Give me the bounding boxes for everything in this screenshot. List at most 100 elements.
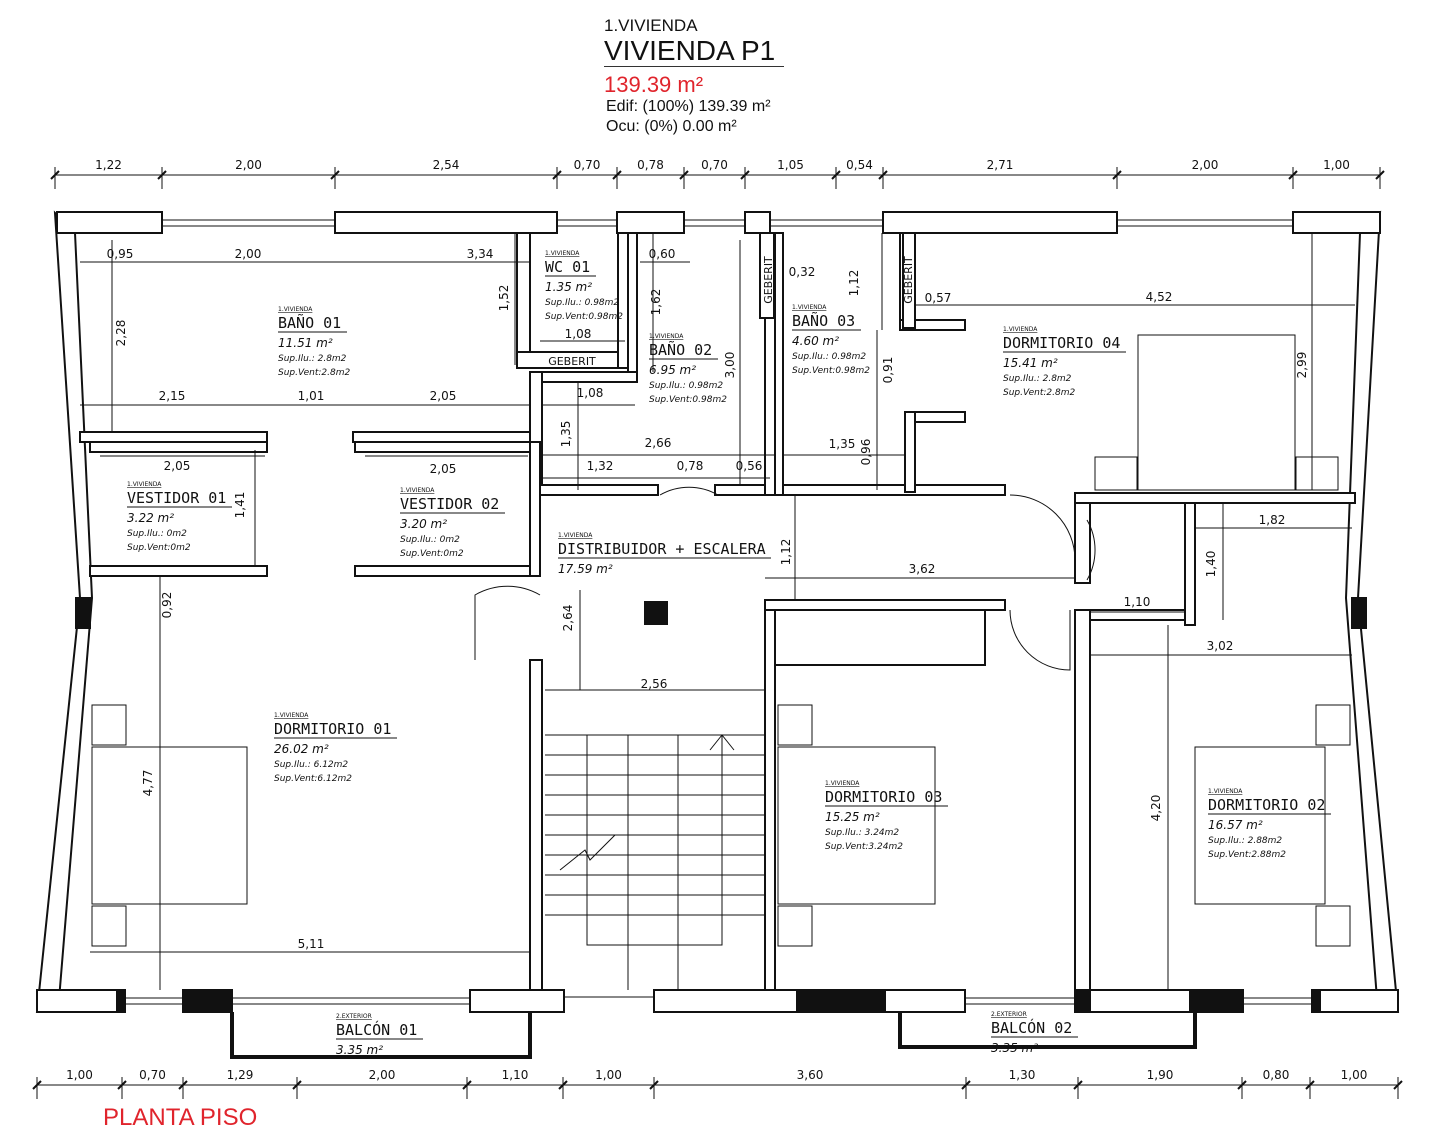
column: [1074, 989, 1091, 1013]
dimension-label: 2,64: [561, 605, 575, 632]
dimension-label: 0,78: [637, 158, 664, 172]
dimension-tick: [178, 1080, 188, 1090]
wall: [782, 484, 1006, 496]
balcony-railing: [230, 1012, 532, 1059]
dimension-label: 1,82: [1259, 513, 1286, 527]
dimension-tick: [32, 1080, 42, 1090]
column: [1189, 989, 1244, 1013]
dimension-label: 0,70: [139, 1068, 166, 1082]
room-sup-ilu: Sup.Ilu.: 0.98m2: [792, 352, 866, 362]
dimension-label: 1,35: [559, 421, 573, 448]
room-name: DORMITORIO 03: [825, 788, 942, 806]
door-swing: [474, 585, 541, 660]
dimension-label: 1,35: [829, 437, 856, 451]
room-name: DISTRIBUIDOR + ESCALERA: [558, 540, 766, 558]
room-name: BAÑO 02: [649, 340, 712, 359]
dimension-tick: [878, 170, 888, 180]
furniture: [91, 334, 1351, 990]
dimension-label: 2,15: [159, 389, 186, 403]
wall: [653, 989, 798, 1013]
dimension-label: 2,56: [641, 677, 668, 691]
wall: [354, 441, 531, 453]
wall: [89, 441, 268, 453]
wall: [764, 599, 776, 991]
wall: [89, 565, 268, 577]
room-area: 3.20 m²: [400, 517, 447, 531]
dimension-label: 5,11: [298, 937, 325, 951]
room-sup-vent: Sup.Vent:2.88m2: [1208, 850, 1286, 860]
furniture-bed: [1295, 456, 1339, 491]
room-name: BALCÓN 01: [336, 1020, 417, 1039]
dimension-label: 4,20: [1149, 795, 1163, 822]
room-name: BALCÓN 02: [991, 1018, 1072, 1037]
furniture-bed: [1315, 905, 1351, 947]
dimension-label: 2,54: [433, 158, 460, 172]
dimension-label: 0,57: [925, 291, 952, 305]
room-sup-ilu: Sup.Ilu.: 0m2: [400, 535, 460, 545]
wall: [539, 484, 659, 496]
room-category: 1.VIVIENDA: [558, 532, 593, 539]
room-area: 17.59 m²: [558, 562, 613, 576]
stair-arrow: [709, 734, 735, 751]
unit-ocu: Ocu: (0%) 0.00 m²: [606, 118, 737, 135]
room-sup-ilu: Sup.Ilu.: 0m2: [127, 529, 187, 539]
room-sup-vent: Sup.Vent:0.98m2: [649, 395, 727, 405]
dimension-label: 1,62: [649, 289, 663, 316]
wall: [774, 609, 986, 666]
room-sup-vent: Sup.Vent:2.8m2: [278, 368, 351, 378]
wall: [616, 211, 685, 234]
dimension-label: 1,01: [298, 389, 325, 403]
dimension-label: 0,60: [649, 247, 676, 261]
room-sup-ilu: Sup.Ilu.: 2.88m2: [1208, 836, 1282, 846]
furniture-bed: [777, 704, 813, 746]
dimension-tick: [117, 1080, 127, 1090]
wall: [884, 989, 966, 1013]
dimension-tick: [330, 170, 340, 180]
dimension-tick: [1375, 170, 1385, 180]
dimension-label: 2,66: [645, 436, 672, 450]
wall: [56, 211, 163, 234]
wall: [774, 232, 784, 496]
dimension-label: 3,34: [467, 247, 494, 261]
wall: [764, 599, 1006, 611]
dimension-label: 2,00: [235, 158, 262, 172]
dimension-label: 0,56: [736, 459, 763, 473]
dimension-tick: [552, 170, 562, 180]
wall: [1319, 989, 1399, 1013]
wall: [744, 211, 771, 234]
walls: [35, 210, 1400, 1059]
balcony-railing: [898, 1012, 1197, 1049]
dimension-label: 1,30: [1009, 1068, 1036, 1082]
dimension-label: 0,80: [1263, 1068, 1290, 1082]
unit-category: 1.VIVIENDA: [604, 16, 698, 35]
room-sup-ilu: Sup.Ilu.: 6.12m2: [274, 760, 348, 770]
room-sup-vent: Sup.Vent:0m2: [400, 549, 464, 559]
furniture-bed: [1137, 334, 1296, 491]
dimension-tick: [649, 1080, 659, 1090]
wall: [899, 319, 966, 331]
wall: [79, 431, 268, 443]
dimension-label: 2,00: [369, 1068, 396, 1082]
dimension-label: 1,08: [565, 327, 592, 341]
room-name: BAÑO 03: [792, 311, 855, 330]
column: [75, 597, 91, 629]
dimension-label: 3,62: [909, 562, 936, 576]
room-area: 1.35 m²: [545, 280, 592, 294]
wall: [904, 411, 916, 493]
dimension-label: 2,05: [164, 459, 191, 473]
room-category: 1.VIVIENDA: [545, 250, 580, 257]
room-category: 1.VIVIENDA: [792, 304, 827, 311]
dimension-label: 2,05: [430, 462, 457, 476]
wall: [529, 441, 541, 577]
furniture-bed: [1094, 456, 1138, 491]
dimension-label: 1,29: [227, 1068, 254, 1082]
furniture-bed: [91, 746, 248, 905]
dimension-tick: [679, 170, 689, 180]
